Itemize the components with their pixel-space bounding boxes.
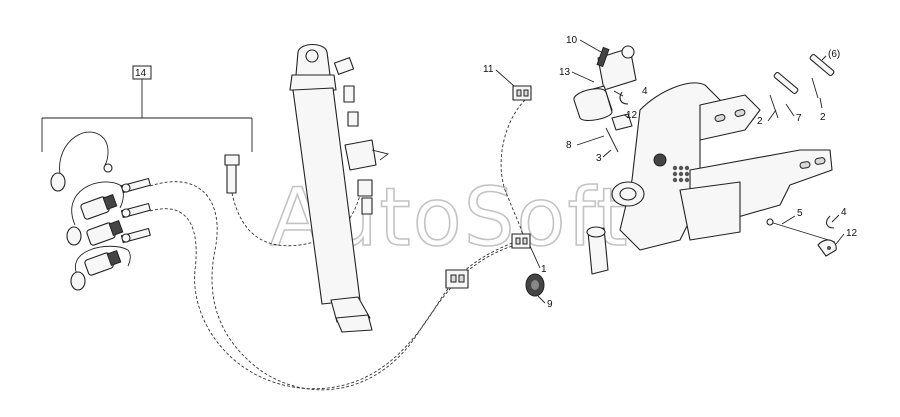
dust-cap-strap-2 [71,181,124,226]
coupler-3 [84,250,122,276]
callout-4a: 4 [642,86,648,97]
elbow-fitting [333,57,355,75]
cylinder-head [289,74,337,91]
main-cylinder [289,43,373,333]
hose-1 [149,181,516,391]
callout-8: 8 [566,140,572,151]
callout-13: 13 [559,67,571,78]
small-cylinder-head [597,47,637,91]
fitting-10 [596,46,610,68]
cylinder-clevis [335,314,373,333]
adapter-fitting-1 [120,177,151,194]
dust-cap-3 [70,271,86,291]
adapter-fitting-2 [120,202,151,219]
coupler-2 [86,220,124,246]
clip-4a [619,91,629,105]
hitch-frame [586,82,833,275]
spring-pin-2a [769,94,779,119]
fitting-d [361,197,373,215]
coupler-1 [80,194,118,220]
callout-11: 11 [483,64,494,75]
small-cylinder-13 [573,45,637,121]
lower-post-top [586,226,606,238]
callout-6: (6) [828,49,840,60]
small-cylinder-body [573,88,613,121]
valve-assembly [333,57,390,215]
callout-3: 3 [596,153,602,164]
retainer-12a [611,113,633,131]
drawbar-socket [679,181,741,241]
pins-and-clips [605,53,837,257]
pin-7 [773,71,799,95]
small-cylinder-eye [621,45,635,59]
kit-14-bracket [41,79,253,152]
frame-top-arm [699,94,761,141]
callout-1: 1 [541,264,547,275]
fitting-b [347,111,359,127]
cylinder-eye-hole [305,49,319,63]
kit-14-group: 14 [41,65,253,291]
spring-pin-2b [811,77,819,99]
dust-cap-1 [50,172,66,192]
dust-cap-strap-3 [74,245,131,281]
leader-lines [495,39,845,304]
valve-block [344,139,377,171]
callout-10: 10 [566,35,578,46]
callout-2a: 2 [820,112,826,123]
valve-lever [371,149,390,161]
pivot-pin [653,153,667,167]
pin-5 [769,221,836,243]
clamp-block-lower [445,269,469,289]
clip-4b [825,215,835,229]
callout-9: 9 [547,299,553,310]
callout-7: 7 [796,113,802,124]
dust-cap-2 [66,226,82,246]
adapter-fitting-3 [120,227,151,244]
vent-holes [672,165,690,183]
fitting-a [343,85,355,103]
pin-3 [605,127,619,153]
fitting-c [357,179,373,197]
callout-numbers: 11 10 13 4 12 8 3 (6) 2 2 7 5 4 12 1 9 [483,35,858,310]
callout-14: 14 [135,68,147,79]
dust-cap-ring-1 [103,163,113,173]
callout-5: 5 [797,208,803,219]
callout-12b: 12 [846,228,858,239]
pin-6 [809,53,835,77]
hose-4 [500,99,526,236]
small-parts [445,85,545,297]
vertical-fitting [224,154,240,194]
dust-cap-strap-1 [59,131,109,176]
callout-12a: 12 [626,110,638,121]
callout-4b: 4 [841,207,847,218]
callout-2b: 2 [757,116,763,127]
